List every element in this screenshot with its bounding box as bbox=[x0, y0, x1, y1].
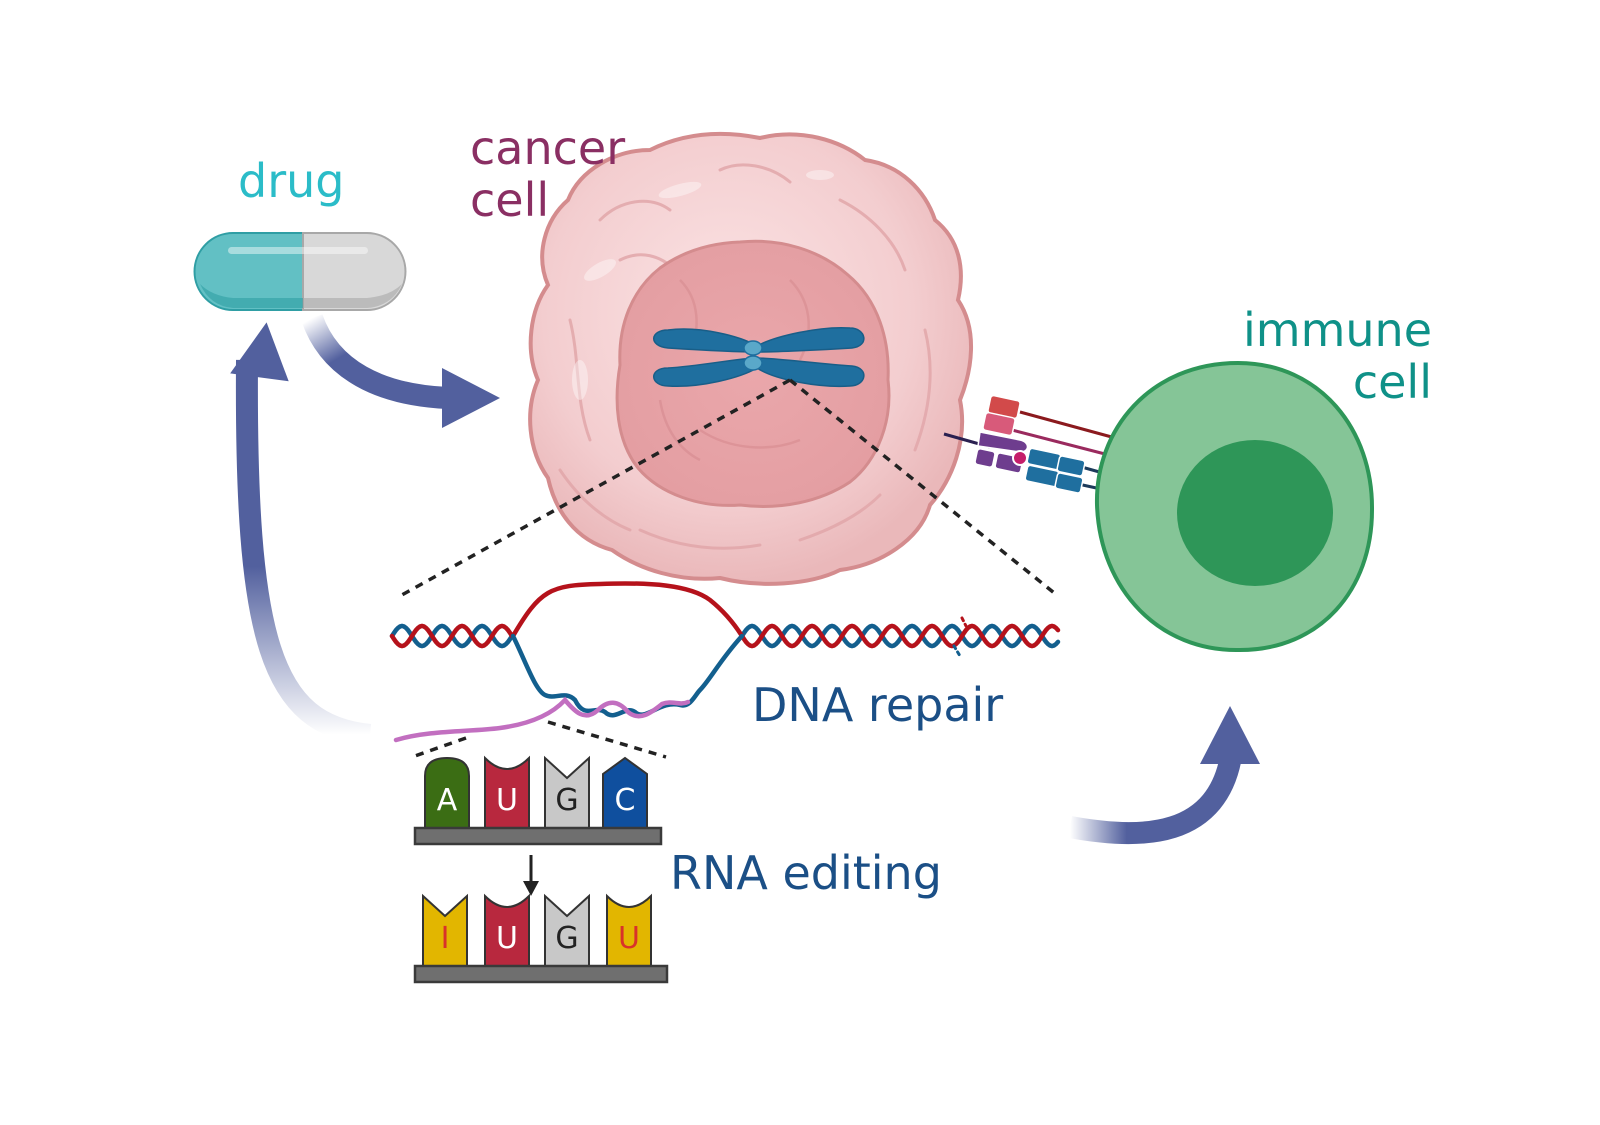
rna-strand bbox=[393, 696, 691, 743]
immune-cell-label-line2: cell bbox=[1352, 355, 1432, 409]
rna-after-base-u: U bbox=[606, 893, 652, 967]
rna-before-base-shape bbox=[484, 755, 530, 829]
rna-after-base-letter: I bbox=[441, 921, 450, 956]
immune-cell bbox=[1094, 360, 1375, 653]
to-immune-arrow bbox=[1067, 706, 1260, 845]
dna-repair-label: DNA repair bbox=[752, 678, 1004, 732]
rna-editing-label: RNA editing bbox=[670, 846, 942, 900]
rna-before-base-letter: A bbox=[437, 783, 458, 818]
immune-cell-label-line1: immune bbox=[1242, 303, 1432, 357]
drug-to-cancer-arrow bbox=[301, 314, 500, 428]
rna-after-base-i: I bbox=[422, 893, 468, 967]
cancer-cell-label-line1: cancer bbox=[470, 121, 626, 175]
rna-before-base-letter: G bbox=[555, 783, 578, 818]
rna-after-base-shape bbox=[606, 893, 652, 967]
cancer-cell-label-line2: cell bbox=[470, 173, 550, 227]
rna-before-base-c: C bbox=[602, 756, 648, 829]
rna-before-base-shape bbox=[424, 756, 470, 829]
rna-before-base-u: U bbox=[484, 755, 530, 829]
rna-before-base-g: G bbox=[544, 755, 590, 829]
rna-backbone-before bbox=[413, 826, 663, 846]
rna-backbone-after bbox=[413, 964, 669, 984]
chromosome bbox=[653, 326, 865, 388]
drug-pill bbox=[193, 232, 407, 311]
rna-before-base-letter: C bbox=[615, 783, 636, 818]
feedback-arrow bbox=[230, 322, 372, 746]
zoom-lines bbox=[399, 378, 1060, 759]
cancer-cell-label: cancer cell bbox=[470, 122, 625, 226]
rna-before-base-a: A bbox=[424, 756, 470, 829]
rna-after-base-letter: U bbox=[618, 921, 640, 956]
rna-after-base-u: U bbox=[484, 893, 530, 967]
rna-after-base-letter: U bbox=[496, 921, 518, 956]
dna-helix bbox=[389, 581, 1061, 718]
rna-after-base-letter: G bbox=[555, 921, 578, 956]
immune-cell-label: immune cell bbox=[1232, 304, 1432, 408]
edit-arrow bbox=[523, 855, 539, 896]
drug-label: drug bbox=[238, 154, 345, 208]
rna-before-base-letter: U bbox=[496, 783, 518, 818]
receptor-complex bbox=[943, 394, 1142, 496]
rna-after-base-g: G bbox=[544, 893, 590, 967]
rna-after-base-shape bbox=[484, 893, 530, 967]
